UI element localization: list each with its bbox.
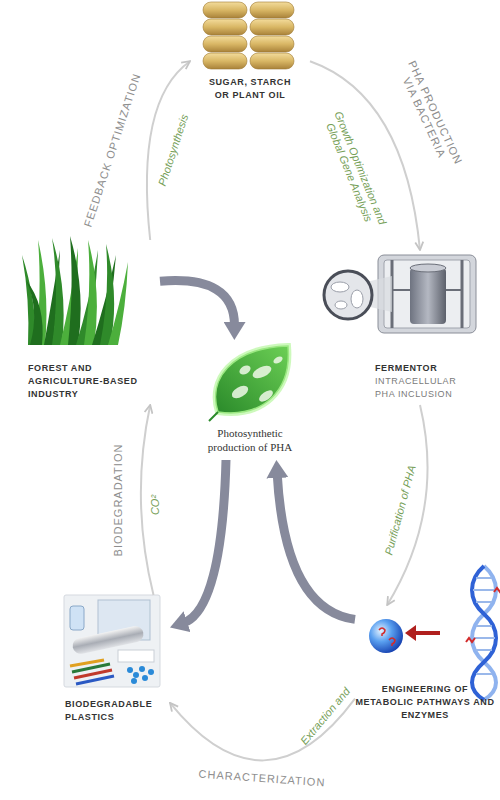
industry-node: FOREST AND AGRICULTURE-BASED INDUSTRY	[20, 240, 160, 405]
pointer-arrow	[414, 631, 440, 635]
dna-helix	[466, 638, 475, 642]
plastics-photo	[70, 606, 84, 630]
node-text-group: FERMENTORINTRACELLULAR PHA INCLUSION	[375, 362, 475, 401]
dna-helix	[472, 566, 496, 700]
edge-label: CHARACTERIZATION	[198, 768, 326, 789]
leaf-illustration	[272, 355, 284, 365]
photosynthesis-node: Photosynthetic production of PHA	[190, 340, 310, 460]
plastics-photo	[133, 672, 139, 678]
grass-illustration	[26, 280, 43, 345]
plastics-photo	[64, 595, 160, 687]
plastics-photo	[64, 595, 160, 687]
flow-arrow	[160, 281, 235, 326]
fermentor-illustration	[331, 282, 349, 292]
sugar-capsules	[250, 36, 294, 52]
dna-helix	[472, 566, 496, 700]
dna-helix	[476, 601, 492, 603]
leaf-illustration	[230, 383, 251, 401]
grass-illustration	[84, 240, 97, 345]
sugar-capsules	[203, 53, 247, 69]
node-label: SUGAR, STARCH OR PLANT OIL	[202, 76, 298, 102]
annotation-text: CO²	[149, 495, 161, 515]
fermentor-illustration	[410, 264, 446, 272]
dna-helix	[476, 625, 492, 627]
fermentor-illustration	[461, 260, 464, 328]
fermentor-illustration	[384, 260, 470, 328]
node-text-group: FOREST AND AGRICULTURE-BASED INDUSTRY	[28, 362, 156, 401]
edge-label: FEEDBACK OPTIMIZATION	[81, 72, 142, 229]
plastics-photo	[76, 676, 114, 684]
leaf-illustration	[209, 412, 218, 421]
plastics-node: BIODEGRADABLE PLASTICS	[60, 595, 170, 725]
plastics-photo	[131, 678, 137, 684]
cycle-arrow	[310, 61, 420, 250]
leaf-illustration	[257, 388, 275, 404]
node-label: FERMENTOR	[375, 362, 475, 375]
node-text-group: Photosynthetic production of PHA	[195, 426, 305, 454]
sugar-capsules	[203, 36, 247, 52]
dna-helix	[494, 588, 500, 592]
dna-helix	[476, 649, 492, 651]
flow-arrow	[277, 474, 355, 619]
fermentor-node: FERMENTORINTRACELLULAR PHA INCLUSION	[355, 250, 485, 405]
sugar-capsules	[203, 2, 294, 69]
plastics-photo	[148, 669, 154, 675]
fermentor-illustration	[335, 301, 347, 309]
enzyme-sphere	[369, 619, 403, 653]
grass-illustration	[68, 236, 81, 345]
dna-helix	[473, 589, 495, 591]
plastics-photo	[118, 650, 154, 662]
leaf-illustration	[251, 363, 273, 381]
plastics-photo	[127, 667, 133, 673]
engineering-node: ENGINEERING OF METABOLIC PATHWAYS AND EN…	[355, 605, 495, 725]
annotation-text: Extraction and	[298, 685, 352, 747]
plastics-photo	[139, 666, 145, 672]
grass-illustration	[100, 244, 114, 345]
fermentor-illustration	[410, 268, 446, 324]
annotation-text: Photosynthesis	[156, 113, 190, 188]
fermentor-illustration	[351, 290, 363, 308]
dna-helix	[476, 673, 492, 675]
dna-helix	[476, 577, 492, 579]
node-label: ENGINEERING OF METABOLIC PATHWAYS AND EN…	[355, 683, 495, 722]
leaf-illustration	[238, 364, 252, 377]
sugar-capsules	[250, 19, 294, 35]
node-text-group: ENGINEERING OF METABOLIC PATHWAYS AND EN…	[355, 683, 495, 722]
enzyme-sphere	[379, 628, 385, 636]
enzyme-sphere	[389, 638, 395, 646]
dna-helix	[473, 637, 495, 639]
enzyme-sphere	[369, 619, 403, 653]
grass-illustration	[108, 262, 128, 345]
plastics-photo	[142, 675, 148, 681]
sugar-capsules	[203, 2, 247, 18]
edge-label: BIODEGRADATION	[112, 444, 124, 557]
pointer-arrow	[405, 625, 416, 641]
node-text-group: SUGAR, STARCH OR PLANT OIL	[202, 76, 298, 102]
node-subtitle: INTRACELLULAR PHA INCLUSION	[375, 375, 475, 401]
node-text-group: BIODEGRADABLE PLASTICS	[65, 698, 169, 724]
node-label: FOREST AND AGRICULTURE-BASED INDUSTRY	[28, 362, 156, 401]
node-label: Photosynthetic production of PHA	[195, 426, 305, 454]
flow-arrow	[183, 460, 226, 623]
fermentor-illustration	[324, 255, 476, 333]
sugar-capsules	[250, 2, 294, 18]
leaf-illustration	[216, 346, 289, 413]
annotation-text: Purification of PHA	[382, 464, 417, 556]
sugar-capsules	[203, 19, 247, 35]
fermentor-illustration	[378, 255, 476, 333]
dna-helix	[466, 566, 500, 700]
leaf-illustration	[209, 346, 288, 421]
leaf-illustration	[216, 346, 289, 413]
edge-label: PHA PRODUCTION VIA BACTERIA	[393, 53, 468, 176]
pointer-arrow	[405, 625, 440, 641]
cycle-arrow	[147, 61, 190, 240]
grass-illustration	[22, 236, 128, 345]
annotation-text: Growth Optimization and Global Gene Anal…	[318, 101, 393, 240]
fermentor-illustration	[324, 271, 372, 319]
sugar-capsules	[250, 53, 294, 69]
node-label: BIODEGRADABLE PLASTICS	[65, 698, 169, 724]
feedstock-node: SUGAR, STARCH OR PLANT OIL	[190, 0, 310, 102]
grass-illustration	[52, 238, 64, 345]
